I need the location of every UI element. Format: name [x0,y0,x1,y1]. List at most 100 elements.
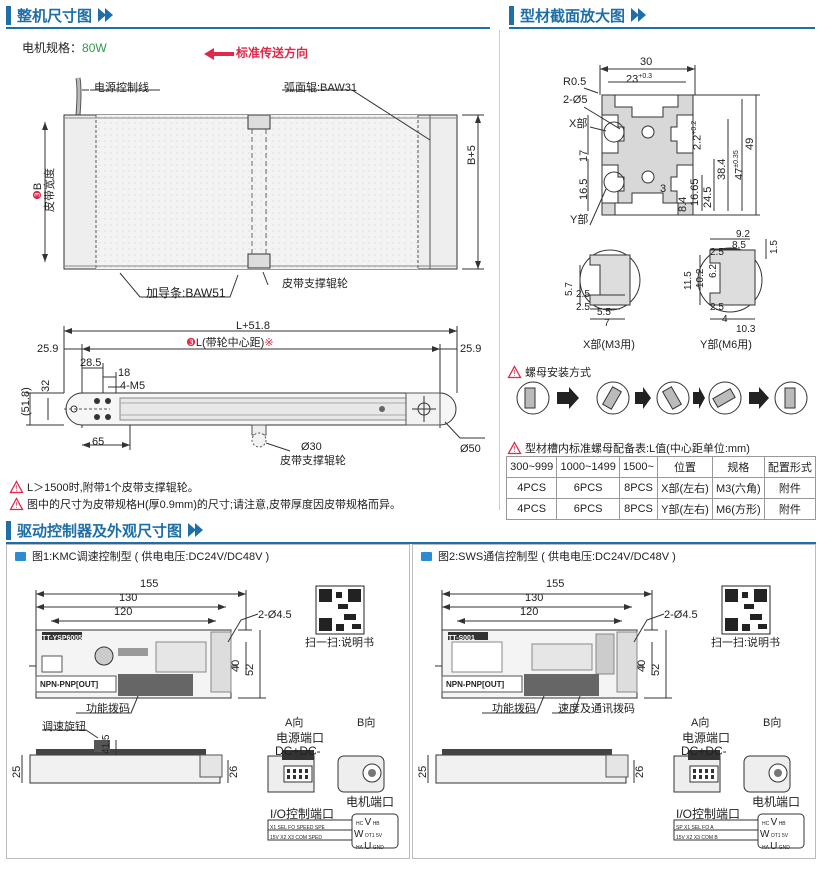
profile-dim-3: 3 [660,183,667,195]
d1-npn: NPN-PNP[OUT] [40,680,99,689]
support-roller-label: 皮带支撑辊轮 [282,278,348,290]
dim-32: 32 [40,379,52,392]
dim-25-9-right: 25.9 [460,343,482,355]
d2-func-dip: 功能拨码 [492,703,536,715]
d2-io-port: I/O控制端口 [676,807,741,821]
motor-top-view [42,77,484,298]
dim-l-center: ❸L(带轮中心距)※ [186,337,274,349]
warning-icon: ! [507,365,522,379]
x-dim-5-5: 5.5 [597,307,611,318]
d2-40: 40 [636,659,648,672]
b-plus-label: B+5 [466,145,478,165]
play-arrow-icon [631,8,649,22]
d2-power-port: 电源端口 [682,731,731,745]
d2-motor-port: 电机端口 [752,795,801,809]
profile-dim-8-4: 8.4 [677,196,689,212]
d1-b-dir: B向 [357,717,376,729]
d1-a-dir: A向 [285,717,304,729]
profile-2phi5: 2-Ø5 [563,94,588,106]
driver-drawing-2 [427,585,805,849]
book-icon [15,551,26,561]
y-dim-8-5: 8.5 [732,240,746,251]
d1-mp-row2: W OT1 5V [354,829,383,840]
power-line-label: 电源控制线 [94,82,149,94]
d2-npn: NPN-PNP[OUT] [446,680,505,689]
fig1-title: 图1:KMC调速控制型 ( 供电电压:DC24V/DC48V ) [15,548,269,564]
d1-io-port: I/O控制端口 [270,807,335,821]
slot-detail [579,238,767,320]
motor-spec: 电机规格：80W [22,41,107,55]
profile-dim-16-5: 16.5 [578,178,590,200]
profile-y-part: Y部 [570,214,589,226]
d1-40: 40 [230,659,242,672]
x-dim-2-5b: 2.5 [576,302,590,313]
profile-cross-section [583,65,760,226]
arc-roller-label: 弧面辊:BAW31 [284,82,357,94]
d1-io-top: X1 SEL FO SPEED SPE [270,825,325,831]
nut-install-title: ! 螺母安装方式 [507,364,591,380]
d1-mp-row3: HA U GND [356,841,384,852]
warning-icon: ! [9,480,24,494]
nut-table-title: ! 型材槽内标准螺母配备表:L值(中心距单位:mm) [507,440,750,456]
x-caption: X部(M3用) [583,339,635,351]
section-title-driver: 驱动控制器及外观尺寸图 [6,518,206,542]
d1-130: 130 [119,592,138,604]
d1-155: 155 [140,578,159,590]
d1-mp-row1: HC V HB [356,817,380,828]
profile-x-part: X部 [569,118,588,130]
x-dim-5-7: 5.7 [564,282,575,296]
guide-strip-label: 加导条:BAW51 [146,286,226,300]
profile-dim-16-65: 16.65 [689,178,701,206]
y-dim-4: 4 [722,314,728,325]
profile-dim-23: 23+0.3 [626,73,653,86]
dim-28-5: 28.5 [80,357,102,369]
profile-r05: R0.5 [563,76,587,88]
d2-120: 120 [520,606,539,618]
d1-io-bot: 15V X2 X3 COM SPED [270,835,323,841]
d1-25: 25 [11,765,23,778]
profile-dim-49: 49 [744,137,756,150]
profile-dim-24-5: 24.5 [702,186,714,208]
d1-120: 120 [114,606,133,618]
warning-icon: ! [507,441,522,455]
dim-4m5: 4-M5 [120,380,146,392]
dim-l-total: L+51.8 [236,320,270,332]
play-arrow-icon [98,8,116,22]
d2-mp-row1: HC V HB [762,817,786,828]
y-dim-2-5a: 2.5 [710,247,724,258]
d1-knob: 调速旋钮 [42,721,86,733]
d1-power-port: 电源端口 [276,731,325,745]
d2-io-top: SP X1 SEL FO A [676,825,714,831]
dim-51-8: (51.8) [20,387,32,416]
y-dim-2-5b: 2.5 [710,302,724,313]
x-dim-7: 7 [604,318,610,329]
d1-scan: 扫一扫:说明书 [305,637,375,649]
y-dim-1-5: 1.5 [769,240,780,254]
svg-text:!: ! [15,484,17,493]
d2-speed-dip: 速度及通讯拨码 [558,703,635,715]
direction-label: 标准传送方向 [236,46,309,60]
section-title-profile: 型材截面放大图 [509,3,649,27]
d2-25: 25 [417,765,429,778]
d2-mp-row3: HA U GND [762,841,790,852]
fig2-title: 图2:SWS通信控制型 ( 供电电压:DC24V/DC48V ) [421,548,676,564]
driver-drawing-1 [21,585,399,849]
y-dim-9-2: 9.2 [736,229,750,240]
d2-scan: 扫一扫:说明书 [711,637,781,649]
y-dim-10-2: 10.2 [695,268,706,288]
d1-2phi45: 2-Ø4.5 [258,609,292,621]
profile-dim-47: 47±0.35 [733,150,746,180]
svg-text:!: ! [15,501,17,510]
y-dim-6-2: 6.2 [708,264,719,278]
d2-b-dir: B向 [763,717,782,729]
svg-text:!: ! [513,369,515,378]
nut-install-steps [516,381,808,415]
y-caption: Y部(M6用) [700,339,752,351]
motor-side-view [26,326,485,452]
d1-52: 52 [244,663,256,676]
play-arrow-icon [188,523,206,537]
